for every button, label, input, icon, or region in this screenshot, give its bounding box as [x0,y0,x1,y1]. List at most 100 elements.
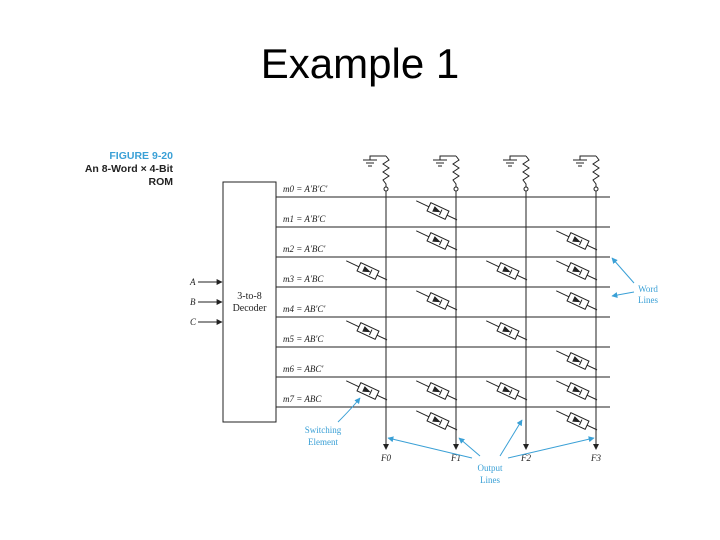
output-lines-label-line2: Lines [480,475,500,485]
switch-r1-c1 [416,230,458,251]
switch-diode-arrow [432,206,441,213]
switch-lead-left [346,260,360,268]
switch-lead-right [376,274,388,281]
switch-lead-right [586,394,598,401]
switch-diode-arrow [432,386,441,393]
switching-element-label-line1: Switching [305,425,342,435]
switch-lead-left [416,230,430,238]
switch-diode-bar [578,239,583,246]
switch-diode-bar [438,389,443,396]
switch-r6-c2 [486,380,528,401]
switch-lead-right [516,274,528,281]
word-lines-label-line2: Lines [638,295,658,305]
switch-diode-bar [578,299,583,306]
switch-r0-c1 [416,200,458,221]
switch-lead-right [446,244,458,251]
input-b-label: B [190,297,196,307]
switch-diode-bar [508,329,513,336]
input-b: B [190,297,223,307]
switch-r7-c3 [556,410,598,431]
switch-diode-bar [508,389,513,396]
switch-diode-arrow [502,266,511,273]
switch-lead-left [416,200,430,208]
switch-diode-arrow [572,416,581,423]
switch-r7-c1 [416,410,458,431]
switch-diode-arrow [572,296,581,303]
switch-lead-right [376,394,388,401]
switch-r1-c3 [556,230,598,251]
switch-lead-left [556,380,570,388]
output-label-1: F1 [450,453,461,463]
ground-wire-1 [439,155,456,160]
output-label-0: F0 [380,453,391,463]
switch-r4-c0 [346,320,388,341]
output-arrow-0 [383,444,389,450]
slide-title: Example 1 [260,40,460,87]
output-lines-label-line1: Output [477,463,503,473]
switch-diode-arrow [502,326,511,333]
decoder-label-line1: 3-to-8 [237,291,261,302]
switch-diode-arrow [362,386,371,393]
input-a: A [189,277,223,287]
word-line-label-5: m5 = AB′C [283,334,324,344]
switch-lead-left [486,260,500,268]
switch-lead-right [586,244,598,251]
word-line-label-0: m0 = A′B′C′ [283,184,328,194]
word-line-label-2: m2 = A′BC′ [283,244,326,254]
figure-caption: FIGURE 9-20 An 8-Word × 4-Bit ROM [60,150,173,189]
switch-diode-bar [438,419,443,426]
output-lines-annotation: Output Lines [387,419,595,485]
word-lines: m0 = A′B′C′m1 = A′B′Cm2 = A′BC′m3 = A′BC… [276,184,610,408]
switch-diode-bar [438,209,443,216]
switch-diode-bar [578,269,583,276]
switch-r4-c2 [486,320,528,341]
figure-description-line1: An 8-Word × 4-Bit [84,163,173,175]
switch-diode-bar [508,269,513,276]
switch-lead-left [416,410,430,418]
output-node-2 [523,186,529,192]
output-label-2: F2 [520,453,531,463]
switch-r6-c3 [556,380,598,401]
ground-wire-0 [369,155,386,160]
switch-diode-arrow [502,386,511,393]
word-line-label-7: m7 = ABC [283,394,322,404]
switching-element-annotation: Switching Element [305,397,361,447]
switch-lead-right [516,394,528,401]
switch-diode-arrow [432,296,441,303]
switch-diode-bar [578,419,583,426]
pullup-resistor-2 [522,155,530,187]
switch-r2-c2 [486,260,528,281]
switch-lead-right [516,334,528,341]
switch-lead-left [556,410,570,418]
switch-diode-bar [368,269,373,276]
switch-diode-bar [438,239,443,246]
word-line-label-1: m1 = A′B′C [283,214,326,224]
switch-diode-bar [368,329,373,336]
switch-lead-left [416,380,430,388]
decoder-block [222,181,277,423]
switch-lead-left [416,290,430,298]
input-a-label: A [189,277,196,287]
switch-diode-arrow [432,416,441,423]
switch-lead-right [586,424,598,431]
ground-wire-2 [509,155,526,160]
switch-diode-bar [368,389,373,396]
switch-diode-arrow [362,266,371,273]
word-lines-annotation: Word Lines [611,257,658,305]
switch-diode-bar [578,359,583,366]
switch-r6-c0 [346,380,388,401]
switch-diode-arrow [572,356,581,363]
figure-description-line2: ROM [148,176,174,188]
switch-lead-right [586,274,598,281]
switch-lead-left [346,320,360,328]
switch-lead-right [586,364,598,371]
output-arrow-2 [523,444,529,450]
switch-diode-arrow [572,236,581,243]
switching-element-label-line2: Element [308,437,338,447]
output-node-0 [383,186,389,192]
ground-wire-3 [579,155,596,160]
switch-lead-right [446,394,458,401]
output-node-3 [593,186,599,192]
decoder-label-line2: Decoder [233,303,268,314]
